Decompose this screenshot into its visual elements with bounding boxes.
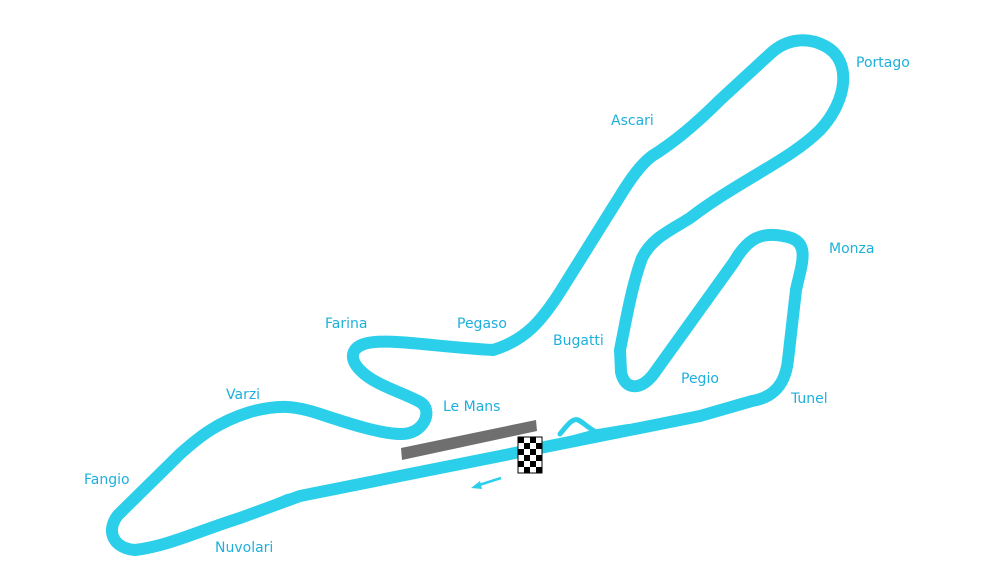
corner-label-le-mans: Le Mans [443,399,500,415]
flag-square [536,455,542,461]
flag-square [536,443,542,449]
corner-label-ascari: Ascari [611,113,654,129]
corner-label-nuvolari: Nuvolari [215,540,273,556]
flag-square [530,449,536,455]
chicane-bump [557,417,599,437]
checkered-flag-icon [517,436,543,474]
direction-arrow-icon [471,476,502,489]
corner-label-fangio: Fangio [84,472,130,488]
corner-label-pegio: Pegio [681,371,719,387]
corner-label-portago: Portago [856,55,910,71]
flag-square [530,461,536,467]
pit-building [401,420,537,460]
flag-square [518,449,524,455]
corner-label-tunel: Tunel [790,391,828,407]
flag-square [518,461,524,467]
flag-square [530,437,536,443]
flag-square [518,437,524,443]
corner-label-varzi: Varzi [226,387,260,403]
flag-square [524,455,530,461]
corner-label-bugatti: Bugatti [553,333,604,349]
corner-label-farina: Farina [325,316,367,332]
track-outline [106,34,850,556]
corner-label-monza: Monza [829,241,874,257]
corner-label-pegaso: Pegaso [457,316,507,332]
flag-square [524,467,530,473]
flag-square [536,467,542,473]
flag-square [524,443,530,449]
